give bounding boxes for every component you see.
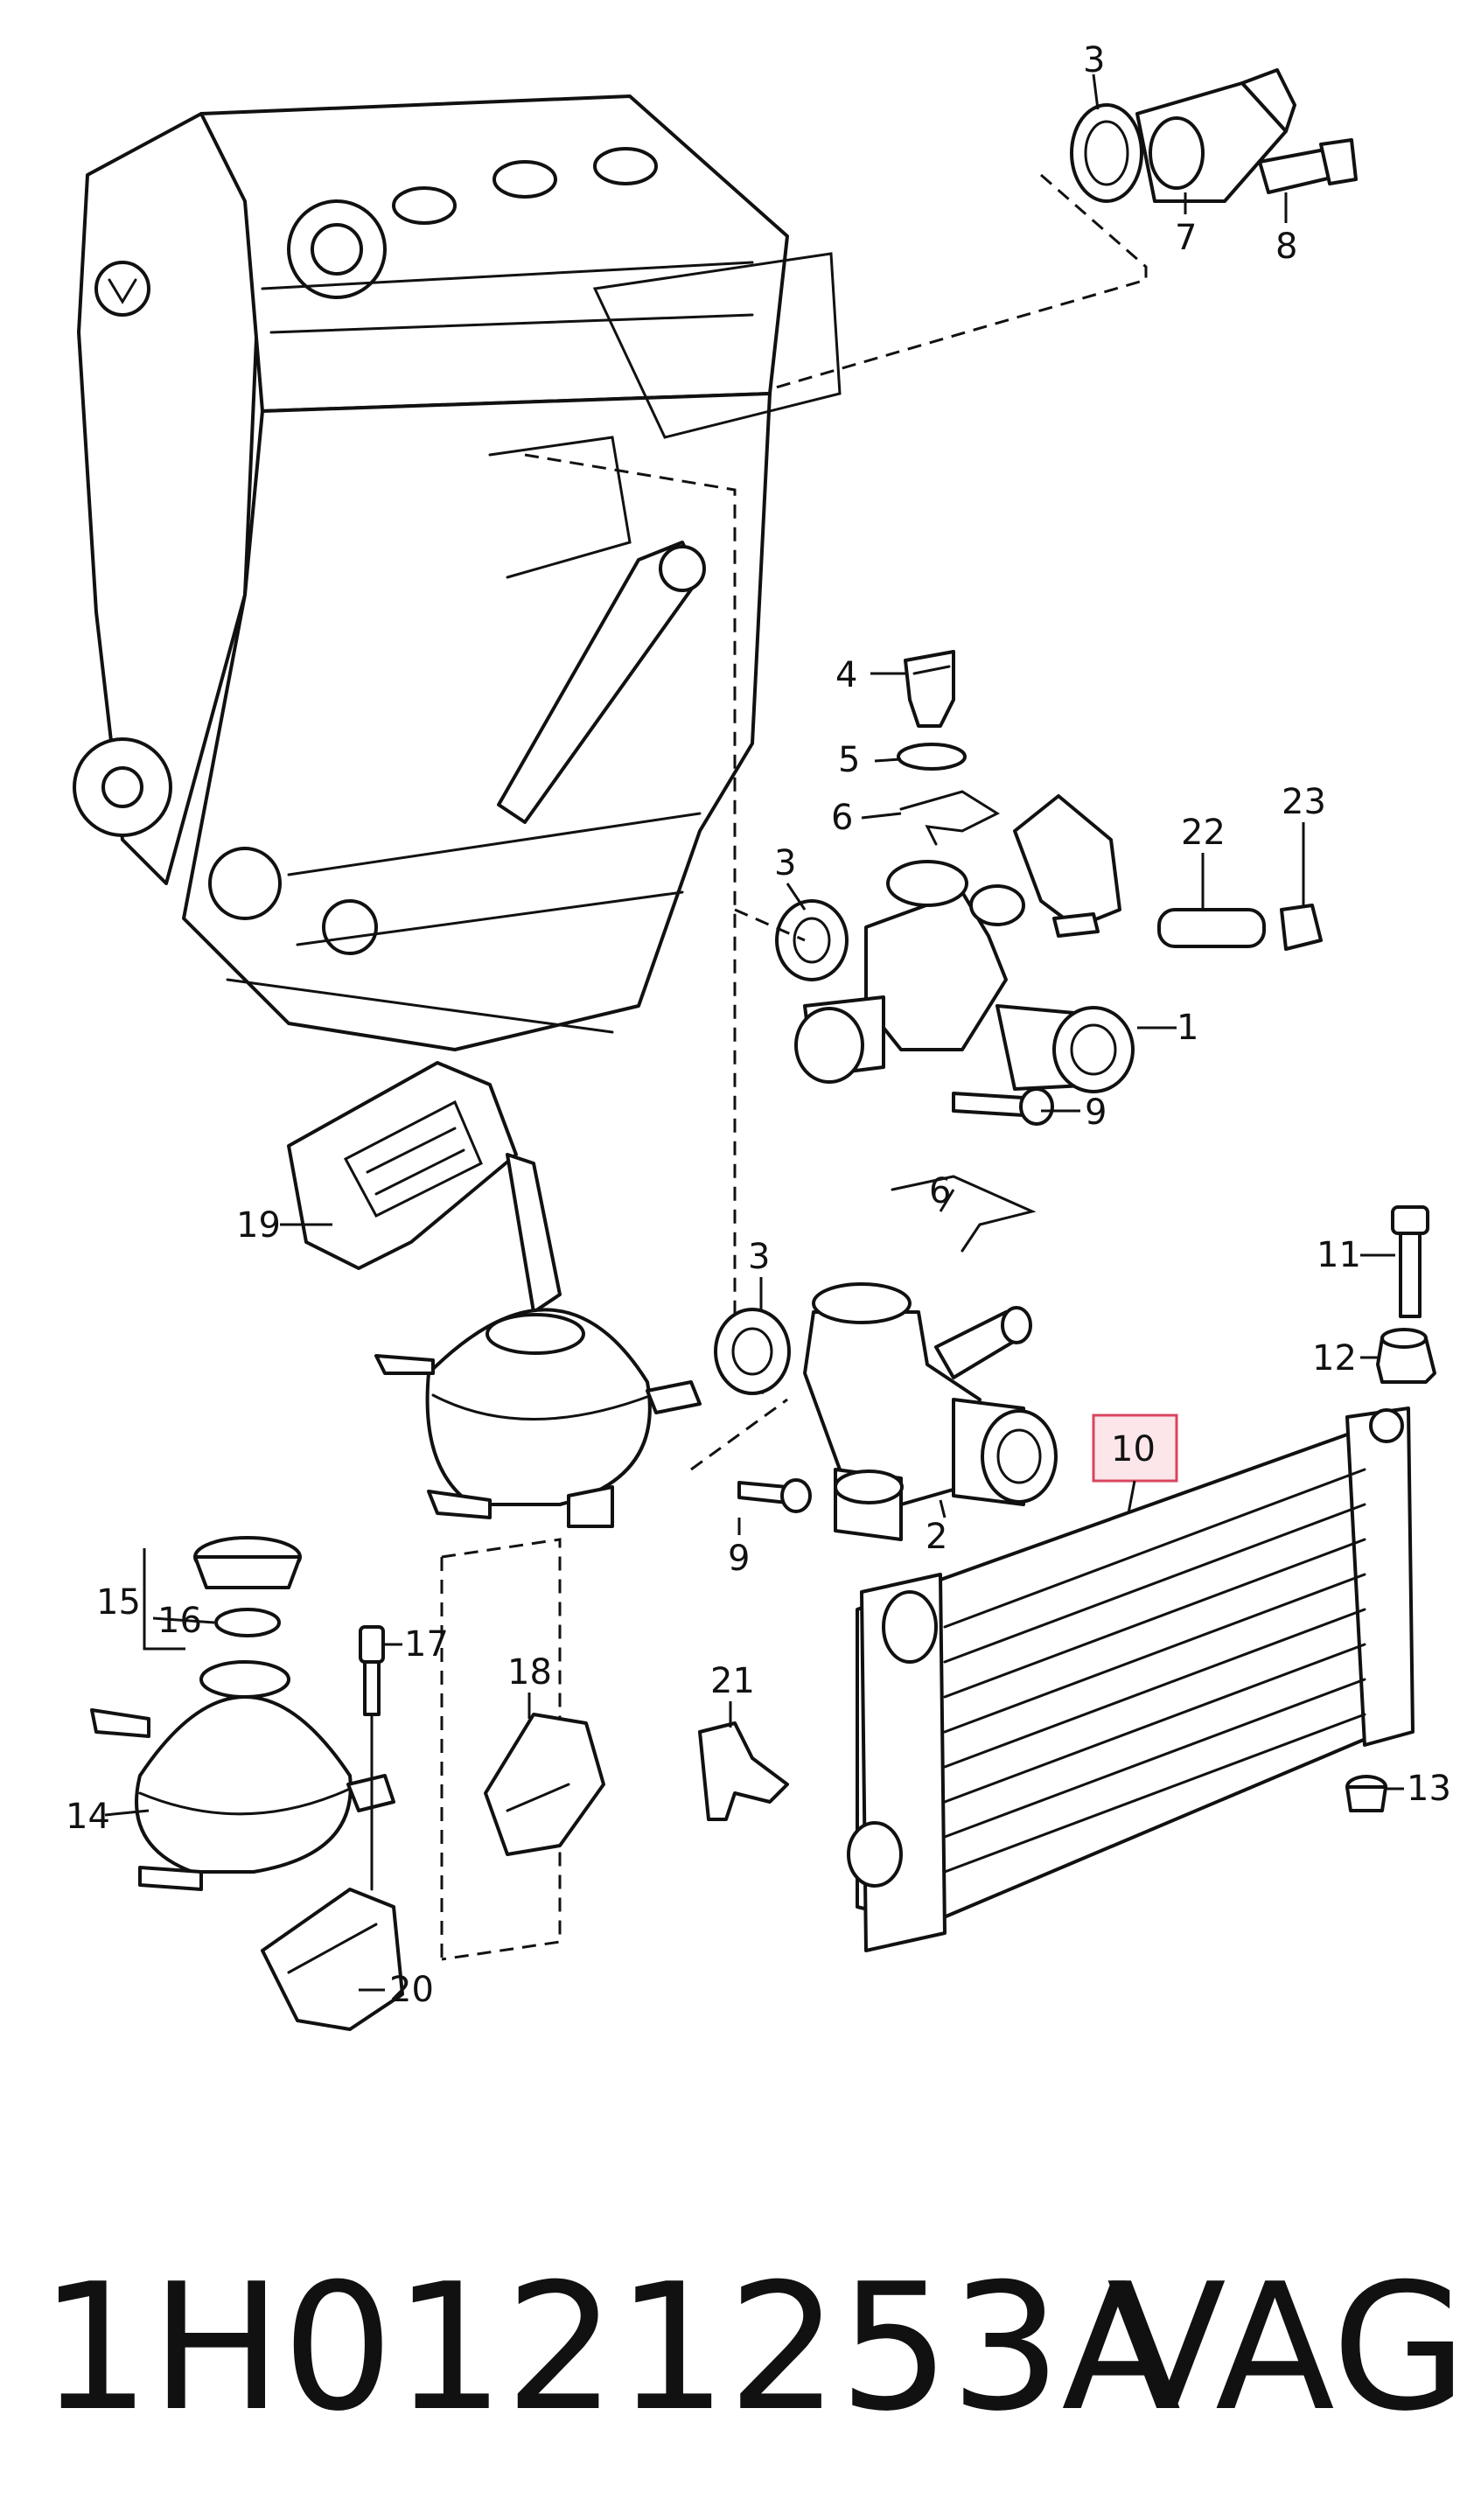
callout-3-top: 3	[1083, 40, 1105, 80]
callout-6-lower: 6	[929, 1171, 951, 1211]
callout-17: 17	[404, 1624, 449, 1665]
coolant-flange-upper	[775, 794, 1135, 1126]
callout-3-middle: 3	[774, 843, 796, 883]
upper-small-parts	[897, 650, 1323, 951]
callout-9-upper: 9	[1085, 1092, 1107, 1133]
part-number: 1H0121253A	[39, 2246, 1182, 2450]
callout-2: 2	[926, 1517, 947, 1557]
callout-labels: 3 7 8 4 5 6 22 23 3 1 9 19 6 3 11 12 10 …	[66, 40, 1451, 2010]
callout-3-lower: 3	[748, 1237, 770, 1277]
callout-4: 4	[835, 655, 857, 695]
callout-6-upper: 6	[831, 798, 853, 838]
callout-5: 5	[838, 740, 860, 780]
highlight-box	[1092, 1414, 1178, 1483]
engine-block	[73, 94, 842, 1051]
callout-11: 11	[1317, 1235, 1361, 1275]
callout-12: 12	[1312, 1338, 1357, 1379]
callout-7: 7	[1175, 218, 1197, 258]
callout-18: 18	[507, 1652, 552, 1693]
callout-22: 22	[1181, 813, 1226, 853]
radiator	[847, 1407, 1415, 1952]
callout-14: 14	[66, 1797, 110, 1837]
brand-name: VAG	[1107, 2246, 1467, 2450]
callout-23: 23	[1282, 782, 1326, 822]
callout-19: 19	[236, 1205, 281, 1246]
leader-lines	[104, 73, 1404, 1992]
callout-16: 16	[157, 1601, 202, 1641]
callout-9-lower: 9	[728, 1539, 750, 1579]
expansion-tank-lower	[90, 1536, 404, 2031]
callout-8: 8	[1275, 227, 1297, 267]
mounting-bracket	[484, 1713, 789, 1856]
callout-21: 21	[710, 1661, 755, 1701]
coolant-bottle	[287, 1061, 562, 1314]
callout-10: 10	[1111, 1429, 1156, 1469]
callout-13: 13	[1407, 1769, 1451, 1809]
expansion-tank-upper	[374, 1308, 702, 1528]
callout-20: 20	[389, 1970, 434, 2010]
callout-1: 1	[1177, 1008, 1198, 1048]
radiator-mounting	[1345, 1205, 1436, 1812]
coolant-flange-lower	[714, 1175, 1058, 1541]
callout-15: 15	[96, 1582, 141, 1623]
thermostat-housing-cap	[769, 68, 1358, 391]
